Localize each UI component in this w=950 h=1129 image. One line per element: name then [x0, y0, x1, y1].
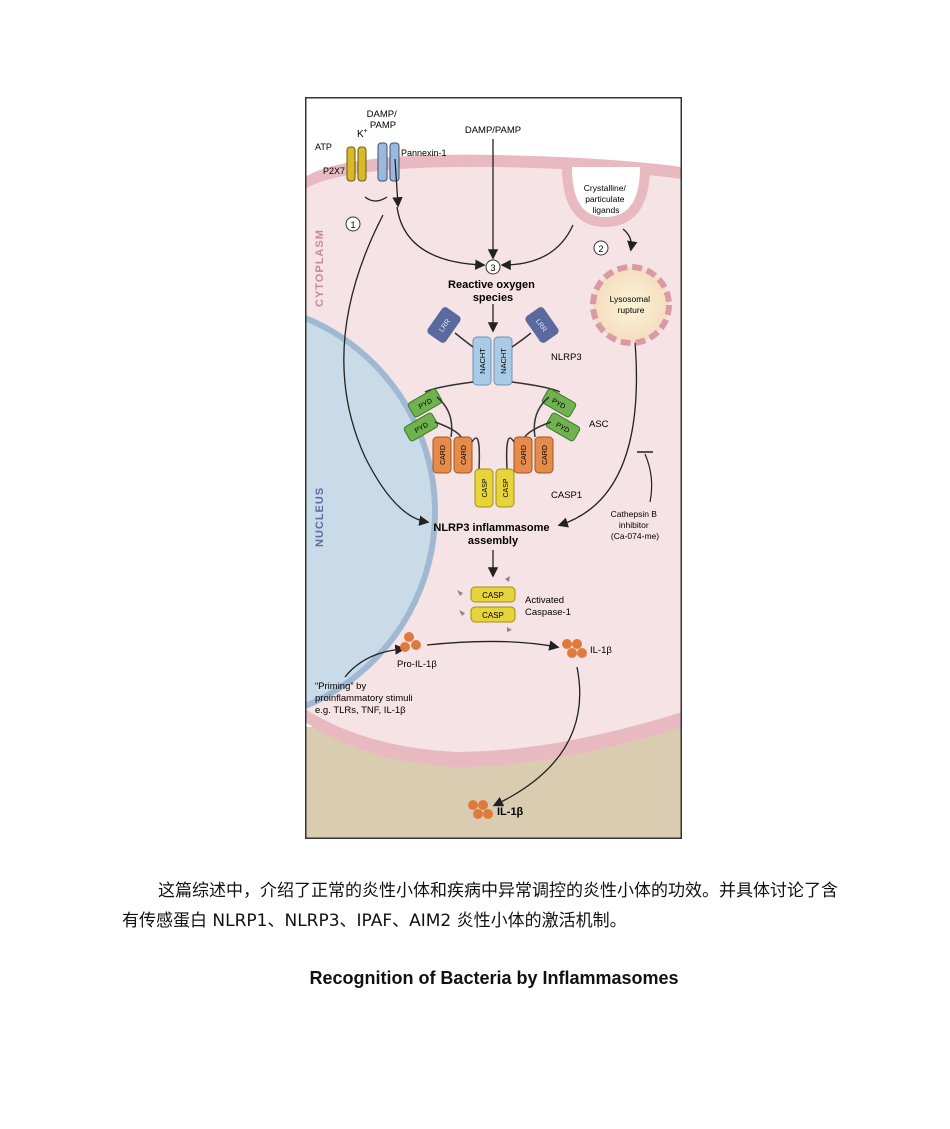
arrow-il1b-secretion	[492, 666, 581, 807]
svg-text:CASP: CASP	[482, 478, 489, 497]
nucleus-label: NUCLEUS	[314, 487, 326, 547]
arrow-pannexin-ros	[396, 206, 486, 270]
arrow-crystal-lyso	[622, 228, 638, 252]
activated-caspase-label: Activated Caspase-1	[525, 595, 571, 618]
arrow-k-efflux	[364, 196, 388, 202]
card-domains: CARD CARD CARD CARD	[432, 436, 554, 474]
svg-text:CASP: CASP	[482, 611, 504, 620]
cathepsin-label: Cathepsin B inhibitor (Ca-074-me)	[611, 509, 660, 541]
ros-label: Reactive oxygen species	[448, 279, 538, 304]
il1b-molecule	[562, 639, 587, 658]
step-2-marker: 2	[593, 240, 609, 256]
pro-il1b-label: Pro-IL-1β	[397, 659, 437, 670]
svg-text:CARD: CARD	[461, 445, 468, 465]
assembly-label: NLRP3 inflammasome assembly	[433, 522, 552, 547]
body-paragraph: 这篇综述中，介绍了正常的炎性小体和疾病中异常调控的炎性小体的功效。并具体讨论了含…	[122, 881, 838, 931]
nucleus	[305, 314, 438, 710]
nlrp3-complex: LRR LRR NACHT NACHT	[424, 307, 561, 393]
p2x7-label: P2X7	[323, 166, 345, 176]
nlrp3-inflammasome-figure: DAMP/ PAMP K+ ATP P2X7 Pannexin-1 DAMP/P…	[305, 97, 682, 839]
cytoplasm-label: CYTOPLASM	[314, 229, 326, 307]
damp-pamp-label-left: DAMP/ PAMP	[367, 109, 400, 131]
secreted-il1b-label: IL-1β	[497, 806, 524, 818]
section-heading: Recognition of Bacteria by Inflammasomes	[309, 968, 679, 988]
cathepsin-inhibitor-line	[644, 453, 653, 503]
figure-frame	[305, 97, 682, 839]
arrow-step1-assembly	[343, 214, 430, 526]
asc-label: ASC	[589, 419, 609, 430]
arrow-priming	[344, 644, 406, 678]
nlrp3-label: NLRP3	[551, 352, 582, 363]
casp1-domains: CASP CASP	[474, 468, 515, 508]
pro-il1b-molecule	[400, 632, 421, 652]
priming-label: “Priming” by proinflammatory stimuli e.g…	[315, 681, 415, 716]
svg-text:NACHT: NACHT	[499, 348, 508, 374]
step-3-marker: 3	[485, 259, 501, 275]
activated-caspase: CASP CASP	[457, 576, 516, 632]
svg-text:2: 2	[598, 244, 603, 254]
atp-label: ATP	[315, 142, 332, 152]
pannexin-label: Pannexin-1	[401, 148, 447, 158]
pannexin-1-channel	[377, 142, 400, 182]
casp1-label: CASP1	[551, 490, 582, 501]
arrow-lyso-assembly	[557, 341, 638, 528]
svg-text:CASP: CASP	[482, 591, 504, 600]
svg-text:Lysosomal rupture: Lysosomal rupture	[610, 294, 653, 315]
svg-text:CARD: CARD	[521, 445, 528, 465]
phagocytic-cup	[562, 166, 650, 228]
lysosomal-rupture: Lysosomal rupture	[590, 264, 672, 346]
svg-text:CARD: CARD	[542, 445, 549, 465]
svg-text:CASP: CASP	[503, 478, 510, 497]
svg-text:3: 3	[490, 263, 495, 273]
svg-text:NACHT: NACHT	[478, 348, 487, 374]
arrow-crystal-ros	[500, 224, 574, 271]
arrow-pro-il1b	[426, 640, 560, 651]
svg-text:CARD: CARD	[440, 445, 447, 465]
k-plus-label: K+	[357, 128, 368, 140]
arrow-damp-pannexin	[392, 158, 403, 208]
asc-complex: PYD PYD PYD PYD	[403, 388, 581, 443]
damp-pamp-center-label: DAMP/PAMP	[465, 125, 521, 136]
svg-text:1: 1	[350, 220, 355, 230]
step-1-marker: 1	[345, 216, 361, 232]
p2x7-channel	[346, 146, 367, 182]
il1b-label: IL-1β	[590, 645, 612, 656]
secreted-il1b	[468, 800, 493, 819]
crystalline-label: Crystalline/ particulate ligands	[584, 183, 628, 215]
